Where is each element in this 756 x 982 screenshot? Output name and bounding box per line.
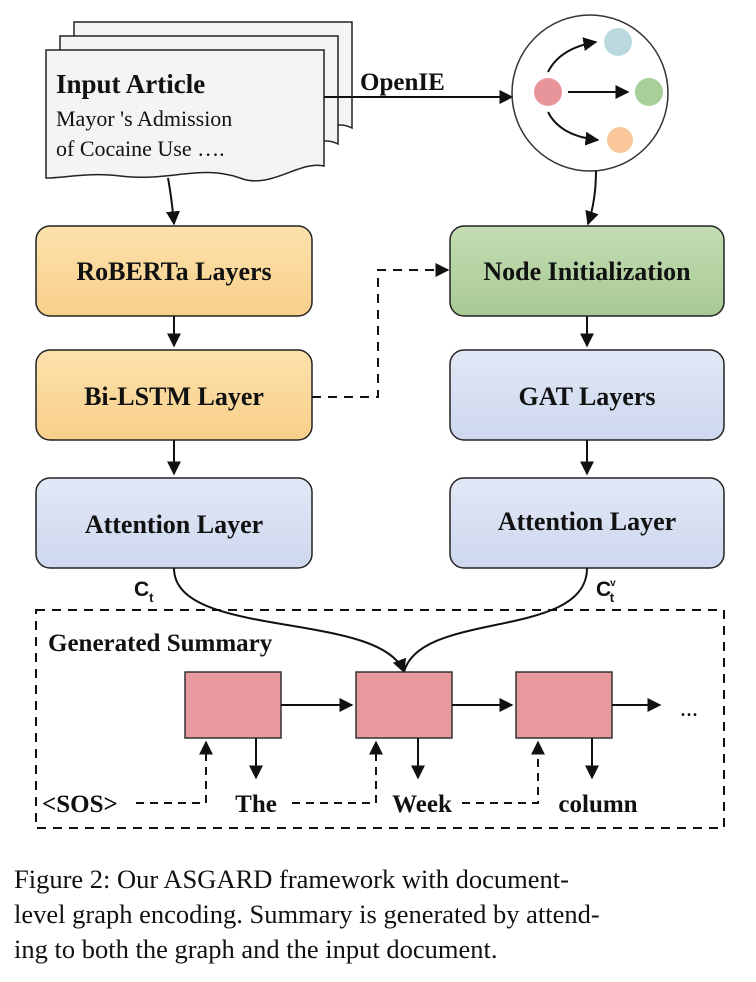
summary-token-week: Week xyxy=(392,791,452,818)
right-context-arrow xyxy=(403,567,588,673)
diagram-canvas: Input Article Mayor 's Admission of Coca… xyxy=(35,14,725,829)
input-article-doc: Input Article Mayor 's Admission of Coca… xyxy=(45,21,353,182)
figure-caption: Figure 2: Our ASGARD framework with docu… xyxy=(14,862,742,967)
openie-label: OpenIE xyxy=(360,69,445,96)
summary-ellipsis: ... xyxy=(680,696,698,722)
caption-line-2: level graph encoding. Summary is generat… xyxy=(14,899,600,929)
bilstm-layer-label: Bi-LSTM Layer xyxy=(84,382,264,411)
input-article-title: Input Article xyxy=(56,69,205,99)
generated-summary-title: Generated Summary xyxy=(48,630,273,657)
summary-token-sos: <SOS> xyxy=(42,791,118,818)
generated-summary-box xyxy=(35,609,725,829)
right-attention-layer-label: Attention Layer xyxy=(498,507,676,536)
caption-line-3: ing to both the graph and the input docu… xyxy=(14,934,498,964)
graph-node-source xyxy=(534,78,562,106)
summary-token-column: column xyxy=(558,791,637,818)
input-article-line1: Mayor 's Admission xyxy=(56,106,232,131)
graph-node-green xyxy=(635,78,663,106)
decoder-cell-1 xyxy=(184,671,282,739)
input-article-line2: of Cocaine Use …. xyxy=(56,136,225,161)
graph-node-orange xyxy=(607,127,633,153)
gat-layers-label: GAT Layers xyxy=(519,382,656,411)
bilstm-to-node-init-dashed-arrow xyxy=(312,263,450,398)
summary-token-the: The xyxy=(235,791,277,818)
left-context-arrow xyxy=(173,567,406,674)
caption-line-1: Figure 2: Our ASGARD framework with docu… xyxy=(14,864,569,894)
graph-node-blue xyxy=(604,28,632,56)
left-context-label: Ct xyxy=(134,578,154,605)
decoder-cell-3 xyxy=(515,671,613,739)
left-attention-layer-label: Attention Layer xyxy=(85,510,263,539)
decoder-cell-2 xyxy=(355,671,453,739)
roberta-layers-label: RoBERTa Layers xyxy=(76,257,271,286)
graph-circle xyxy=(511,14,669,172)
node-initialization-label: Node Initialization xyxy=(483,257,691,286)
